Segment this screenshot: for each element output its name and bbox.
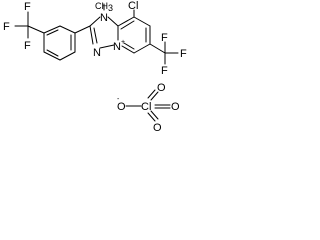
structure-svg: F F F N CH3 N N + bbox=[3, 0, 187, 134]
triazole-ring bbox=[89, 16, 119, 49]
cf3-group-right: F F F bbox=[149, 32, 187, 77]
oxygen-atom: O bbox=[153, 122, 162, 134]
cf3-group-left: F F F bbox=[3, 1, 45, 52]
nitrogen-atom: N bbox=[93, 47, 101, 59]
fluorine-atom: F bbox=[3, 21, 10, 33]
methyl-label: CH3 bbox=[95, 1, 113, 13]
chloro-group: Cl bbox=[128, 0, 138, 18]
oxygen-atom: O bbox=[157, 82, 166, 94]
anion-charge: - bbox=[117, 96, 120, 103]
oxygen-atom: O bbox=[117, 101, 126, 113]
pyridine-ring bbox=[117, 16, 151, 54]
chlorine-atom: Cl bbox=[141, 101, 151, 113]
nitrogen-atom: N bbox=[113, 41, 121, 53]
fluorine-atom: F bbox=[180, 48, 187, 60]
n-methyl-group: N CH3 bbox=[95, 1, 113, 24]
perchlorate-anion: O - Cl O O O bbox=[117, 82, 180, 134]
aryl-bond bbox=[74, 25, 91, 34]
cation-charge: + bbox=[121, 39, 125, 46]
nitrogen-atom: N bbox=[100, 12, 108, 24]
fluorine-atom: F bbox=[24, 40, 31, 52]
phenyl-ring bbox=[43, 25, 76, 61]
chemical-structure: F F F N CH3 N N + bbox=[0, 0, 206, 135]
fluorine-atom: F bbox=[24, 1, 31, 13]
chlorine-atom: Cl bbox=[128, 0, 138, 12]
fluorine-atom: F bbox=[161, 32, 168, 44]
oxygen-atom: O bbox=[171, 101, 180, 113]
fluorine-atom: F bbox=[161, 65, 168, 77]
